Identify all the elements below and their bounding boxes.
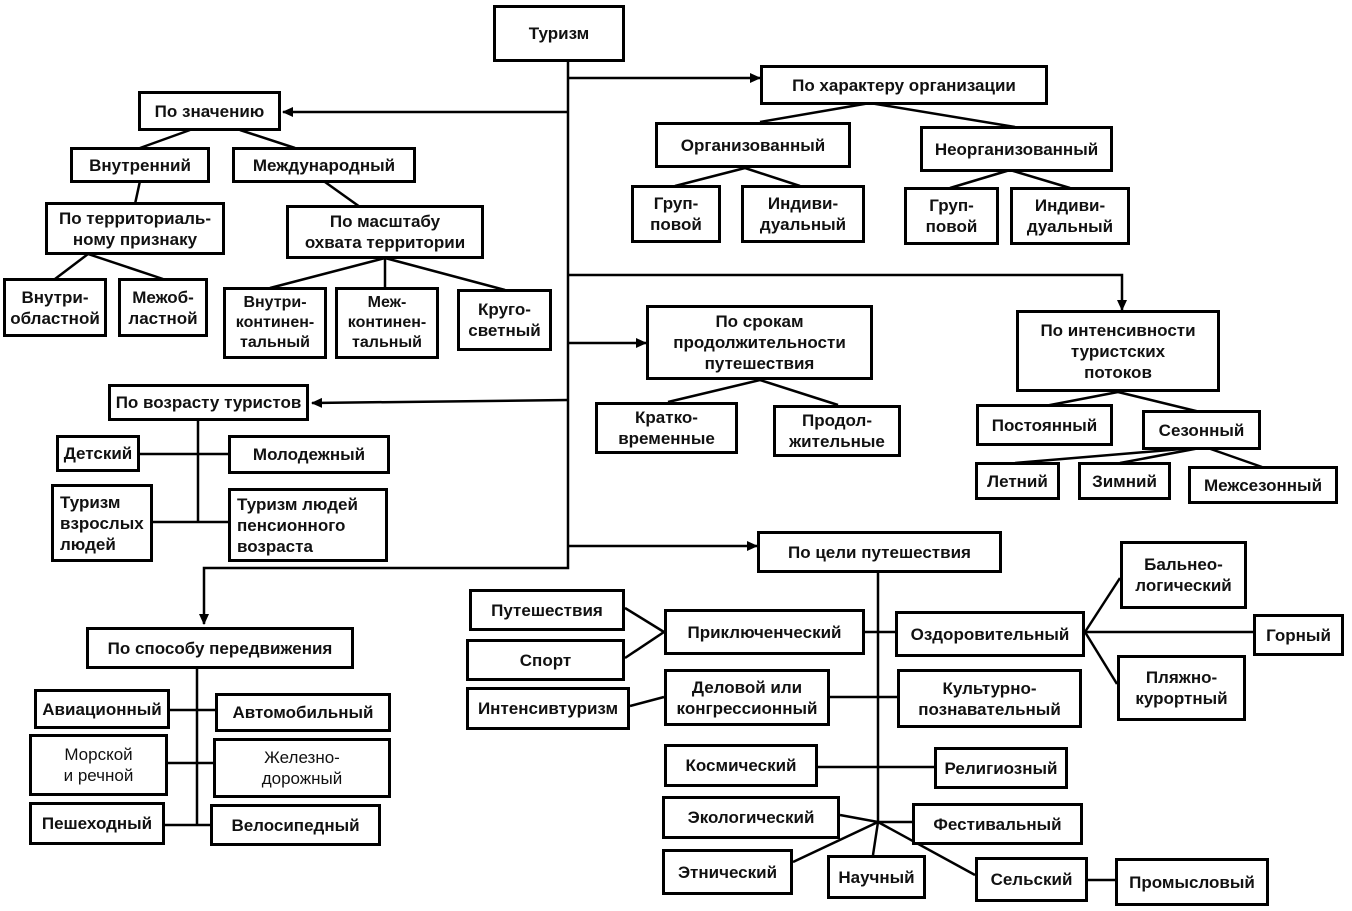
- node-international: Международный: [232, 147, 416, 183]
- edge-seasonal-offseason: [1204, 445, 1263, 469]
- node-religious: Религиозный: [934, 747, 1068, 789]
- node-aviation: Авиационный: [34, 689, 170, 729]
- edge-hub-rural: [877, 820, 976, 877]
- edge-intensity-constant: [1044, 390, 1119, 408]
- edge-incentive-business: [629, 695, 665, 708]
- edge-significance-international: [239, 128, 296, 150]
- node-fishing: Промысловый: [1115, 858, 1269, 906]
- edge-organization-organized: [759, 101, 871, 124]
- node-offseason: Межсезонный: [1188, 466, 1338, 504]
- node-health: Оздоровительный: [895, 611, 1085, 657]
- edge-hub-ethnic: [792, 820, 879, 864]
- arrow-intensity: [568, 273, 1127, 311]
- node-scientific: Научный: [827, 855, 926, 899]
- edge-domestic-territory: [133, 180, 142, 205]
- edge-hub-scientific: [871, 821, 880, 856]
- node-organized: Организованный: [655, 122, 851, 168]
- edge-duration-split2: [759, 378, 839, 407]
- node-interregional: Межоб- ластной: [118, 278, 208, 337]
- node-ecological: Экологический: [662, 796, 840, 839]
- node-intraregional: Внутри- областной: [3, 278, 107, 337]
- edge-travel-adventure: [624, 606, 665, 634]
- node-long: Продол- жительные: [773, 405, 901, 457]
- node-organization: По характеру организации: [760, 65, 1048, 105]
- node-unorg-group: Груп- повой: [904, 187, 999, 245]
- arrow-age: [311, 397, 569, 408]
- node-round-world: Круго- светный: [457, 289, 552, 351]
- node-by-territory: По территориаль- ному признаку: [45, 202, 225, 255]
- edge-international-scale: [324, 180, 361, 209]
- edge-scale-round: [384, 256, 506, 292]
- edge-organization-unorganized: [869, 101, 1016, 129]
- node-purpose: По цели путешествия: [757, 531, 1002, 573]
- node-cultural: Культурно- познавательный: [897, 669, 1082, 728]
- edge-duration-split: [667, 378, 761, 404]
- node-winter: Зимний: [1078, 462, 1171, 500]
- node-beach: Пляжно- курортный: [1117, 655, 1246, 721]
- node-age: По возрасту туристов: [108, 384, 309, 421]
- node-festival: Фестивальный: [912, 803, 1083, 845]
- node-short: Кратко- временные: [595, 402, 738, 454]
- node-sport: Спорт: [466, 639, 625, 681]
- node-unorg-individual: Индиви- дуальный: [1010, 187, 1130, 245]
- edge-unorganized-split2: [1009, 168, 1071, 190]
- node-sea: Морской и речной: [29, 734, 168, 796]
- node-constant: Постоянный: [976, 404, 1113, 446]
- node-adults: Туризм взрослых людей: [51, 484, 153, 562]
- node-youth: Молодежный: [228, 435, 390, 474]
- node-unorganized: Неорганизованный: [920, 126, 1113, 172]
- node-intercontinental: Меж- континен- тальный: [335, 287, 439, 359]
- node-domestic: Внутренний: [70, 147, 210, 183]
- node-seniors: Туризм людей пенсионного возраста: [228, 488, 388, 562]
- edge-health-beach: [1083, 631, 1119, 685]
- node-mountain: Горный: [1253, 614, 1344, 656]
- node-duration: По срокам продолжительности путешествия: [646, 305, 873, 380]
- edge-significance-domestic: [139, 128, 191, 150]
- edge-territory-split: [54, 253, 89, 280]
- node-transport: По способу передвижения: [86, 627, 354, 669]
- node-adventure: Приключенческий: [664, 609, 865, 655]
- node-business: Деловой или конгрессионный: [664, 669, 830, 726]
- edge-organized-split2: [744, 166, 801, 188]
- node-travel: Путешествия: [469, 589, 625, 631]
- edge-unorganized-split: [949, 168, 1011, 190]
- arrow-transport: [199, 548, 570, 625]
- node-walking: Пешеходный: [29, 802, 165, 845]
- node-children: Детский: [56, 435, 140, 472]
- node-bicycle: Велосипедный: [210, 804, 381, 846]
- node-org-individual: Индиви- дуальный: [741, 185, 865, 243]
- node-intracontinental: Внутри- континен- тальный: [223, 287, 327, 359]
- node-intensity: По интенсивности туристских потоков: [1016, 310, 1220, 392]
- node-summer: Летний: [975, 462, 1060, 500]
- node-space: Космический: [664, 744, 818, 787]
- node-railway: Железно- дорожный: [213, 738, 391, 798]
- node-root: Туризм: [493, 5, 625, 62]
- edge-sport-adventure: [624, 630, 665, 660]
- edge-health-balneo: [1083, 577, 1122, 633]
- node-org-group: Груп- повой: [631, 185, 721, 243]
- node-incentive: Интенсивтуризм: [466, 687, 630, 730]
- node-balneo: Бальнео- логический: [1120, 541, 1247, 609]
- edge-intensity-seasonal: [1117, 390, 1201, 414]
- edge-organized-split: [674, 166, 746, 188]
- node-auto: Автомобильный: [215, 693, 391, 732]
- node-ethnic: Этнический: [662, 849, 793, 895]
- node-seasonal: Сезонный: [1142, 410, 1261, 450]
- edge-scale-intra: [269, 256, 386, 290]
- edge-territory-split2: [87, 252, 164, 281]
- node-by-scale: По масштабу охвата территории: [286, 205, 484, 259]
- node-rural: Сельский: [975, 857, 1088, 902]
- edge-hub-ecological: [839, 813, 879, 824]
- node-significance: По значению: [138, 91, 281, 131]
